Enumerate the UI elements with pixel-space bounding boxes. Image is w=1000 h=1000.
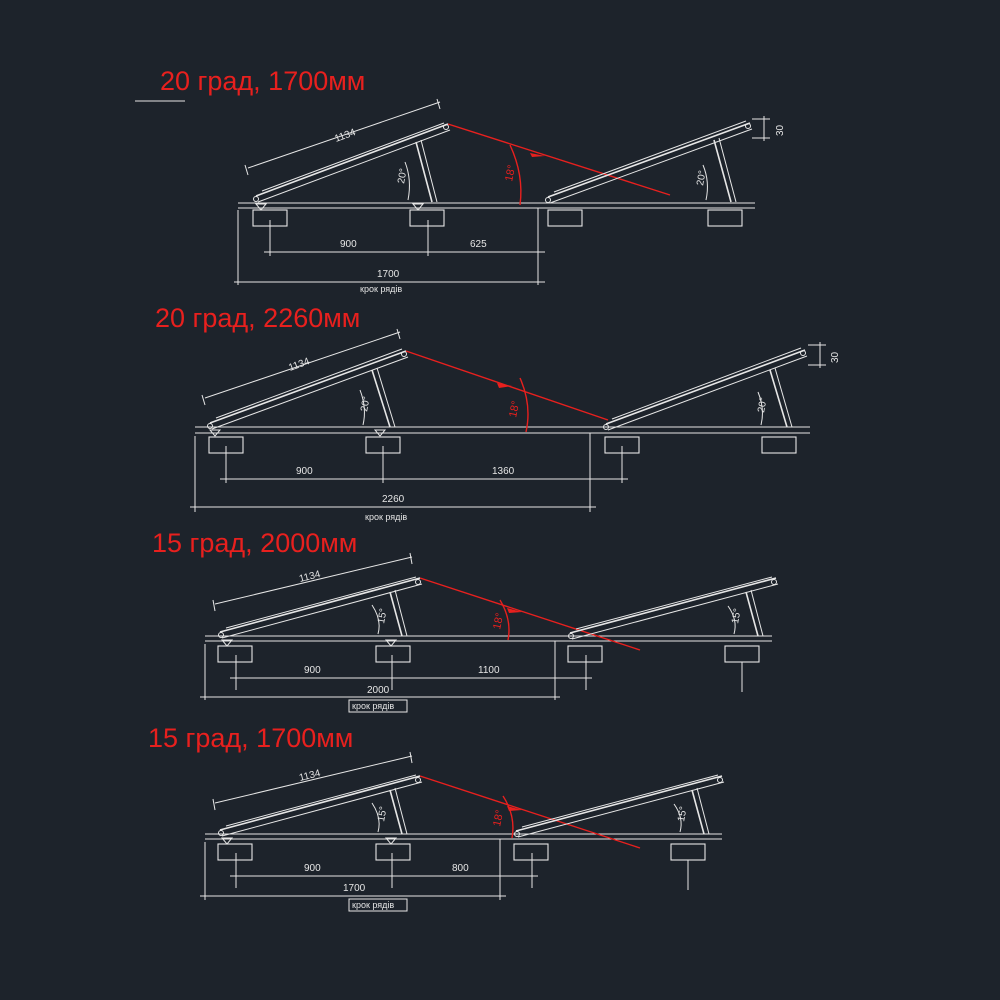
tilt-angle: 15° xyxy=(676,806,689,823)
tilt-angle: 15° xyxy=(730,608,743,625)
tilt-angle: 20° xyxy=(396,168,409,185)
dim-right: 625 xyxy=(470,239,487,250)
section-title: 20 град, 1700мм xyxy=(160,66,365,96)
offset-dimension: 30 xyxy=(830,351,841,363)
tilt-angle: 15° xyxy=(376,608,389,625)
offset-dimension: 30 xyxy=(775,124,786,136)
panel-length: 1134 xyxy=(298,569,322,585)
tilt-angle: 20° xyxy=(695,170,708,187)
panel-row-2: 15° xyxy=(568,576,779,692)
shadow-ray xyxy=(419,775,641,849)
panel-length: 1134 xyxy=(287,356,311,374)
panel-length: 1134 xyxy=(298,768,322,784)
panel-row-2: 20° 30 xyxy=(603,342,841,431)
dim-right: 1100 xyxy=(478,665,500,676)
dim-total: 2000 xyxy=(367,685,390,696)
shadow-ray xyxy=(447,123,671,196)
ballast-block xyxy=(547,209,583,227)
section-2: 20 град, 2260мм 20° 1134 18° xyxy=(155,303,841,522)
pitch-label: крок рядів xyxy=(360,284,402,294)
dim-left: 900 xyxy=(304,665,321,676)
panel-row-2: 20° 30 xyxy=(545,116,786,204)
shadow-angle: 18° xyxy=(507,400,522,419)
panel-row-1: 20° 1134 xyxy=(201,328,409,437)
dim-left: 900 xyxy=(340,239,357,250)
pitch-label: крок рядів xyxy=(352,900,394,910)
dim-right: 800 xyxy=(452,863,469,874)
shadow-ray xyxy=(419,577,641,651)
panel-row-1: 15° 1134 xyxy=(212,751,423,845)
section-4: 15 град, 1700мм 15° 1134 18° xyxy=(148,723,725,912)
ballast-block xyxy=(409,209,445,227)
panel-row-1: 20° 1134 xyxy=(244,98,451,211)
shadow-angle: 18° xyxy=(491,612,506,631)
panel-length: 1134 xyxy=(333,127,357,145)
pitch-label: крок рядів xyxy=(365,512,407,522)
dim-total: 2260 xyxy=(382,494,405,505)
dim-left: 900 xyxy=(296,466,313,477)
dim-total: 1700 xyxy=(377,269,400,280)
panel-row-1: 15° 1134 xyxy=(212,552,423,647)
shadow-angle-arc xyxy=(509,144,522,206)
dim-right: 1360 xyxy=(492,466,515,477)
ballast-block xyxy=(707,209,743,227)
tilt-angle: 20° xyxy=(359,396,372,413)
tilt-angle: 15° xyxy=(376,806,389,823)
shadow-angle: 18° xyxy=(491,809,506,828)
panel-row-2: 15° xyxy=(514,774,725,890)
shadow-angle: 18° xyxy=(503,164,518,183)
section-1: 20 град, 1700мм 20° 1134 xyxy=(160,66,786,294)
dim-total: 1700 xyxy=(343,883,366,894)
section-3: 15 град, 2000мм 15° 1134 18° xyxy=(152,528,779,713)
tilt-angle: 20° xyxy=(756,397,769,414)
pitch-label: крок рядів xyxy=(352,701,394,711)
dim-left: 900 xyxy=(304,863,321,874)
section-title: 20 град, 2260мм xyxy=(155,303,360,333)
section-title: 15 град, 1700мм xyxy=(148,723,353,753)
section-title: 15 град, 2000мм xyxy=(152,528,357,558)
